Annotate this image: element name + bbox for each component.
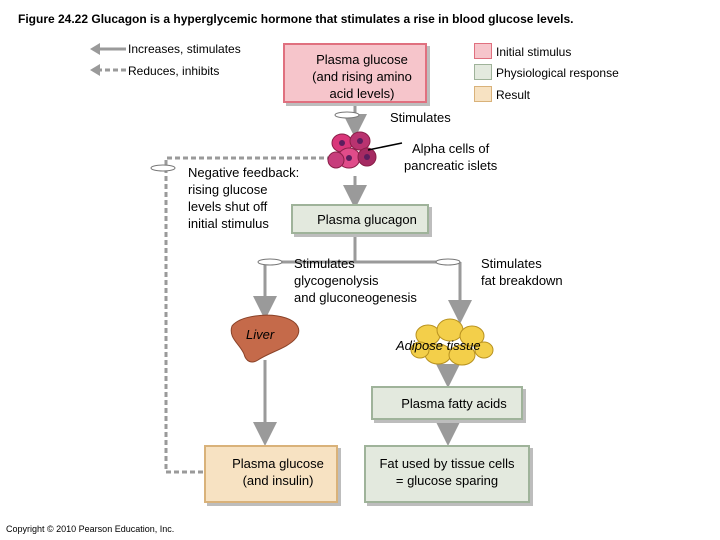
liver-illustration [230, 314, 300, 363]
figure-title: Figure 24.22 Glucagon is a hyperglycemic… [18, 12, 574, 26]
legend-reduces-label: Reduces, inhibits [128, 64, 220, 78]
plasma-glucose-initial-label: Plasma glucose (and rising amino acid le… [312, 52, 412, 101]
stimulates-label: Stimulates [390, 110, 451, 125]
fat-used-box: Fat used by tissue cells = glucose spari… [364, 445, 530, 503]
connector-oval [435, 258, 461, 266]
alpha-cells-illustration [327, 131, 403, 169]
connector-oval [150, 164, 176, 172]
legend-physiological-response-label: Physiological response [496, 66, 619, 80]
connector-oval [334, 111, 360, 119]
legend-increases-label: Increases, stimulates [128, 42, 241, 56]
adipose-tissue-label: Adipose tissue [396, 338, 481, 353]
legend-swatch-result [474, 86, 492, 102]
legend-initial-stimulus-label: Initial stimulus [496, 45, 572, 59]
negative-feedback-arrow [164, 156, 336, 474]
plasma-glucose-result-label: Plasma glucose (and insulin) [232, 456, 324, 488]
negative-feedback-label: Negative feedback: rising glucose levels… [188, 165, 300, 231]
copyright: Copyright © 2010 Pearson Education, Inc. [6, 524, 175, 534]
plasma-fatty-acids-box: Plasma fatty acids [371, 386, 523, 420]
connector-oval [257, 258, 283, 266]
legend-swatch-initial-stimulus [474, 43, 492, 59]
fat-used-label: Fat used by tissue cells = glucose spari… [379, 456, 515, 488]
plasma-glucagon-box: Plasma glucagon [291, 204, 429, 234]
plasma-glucose-initial-box: Plasma glucose (and rising amino acid le… [283, 43, 427, 103]
plasma-glucose-result-box: Plasma glucose (and insulin) [204, 445, 338, 503]
plasma-glucagon-label: Plasma glucagon [317, 212, 417, 227]
alpha-cells-label: Alpha cells of pancreatic islets [404, 141, 498, 173]
adipose-illustration [410, 318, 494, 366]
legend-result-label: Result [496, 88, 531, 102]
stimulates-fat-breakdown-label: Stimulates fat breakdown [481, 256, 563, 288]
stimulates-glycogenolysis-label: Stimulates glycogenolysis and gluconeoge… [294, 256, 417, 305]
legend-swatch-physiological-response [474, 64, 492, 80]
liver-label: Liver [246, 327, 275, 342]
plasma-fatty-acids-label: Plasma fatty acids [401, 396, 507, 411]
